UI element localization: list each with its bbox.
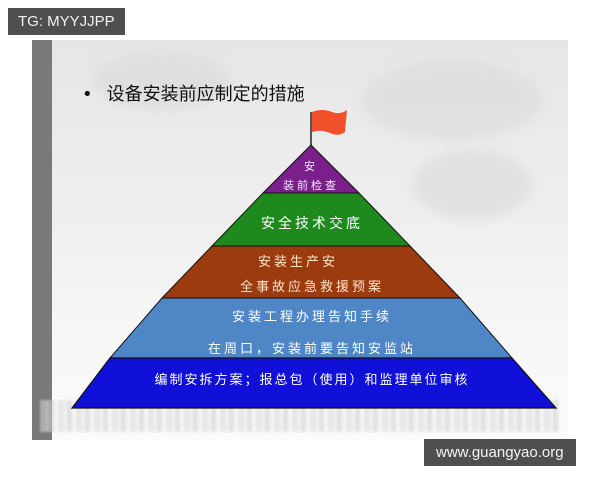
layer-4-line-1: 安装工程办理告知手续 bbox=[231, 310, 393, 325]
layer-1-line-2: 装前检查 bbox=[283, 179, 339, 192]
layer-2-line-1: 安全技术交底 bbox=[261, 216, 363, 232]
layer-3-line-1: 安装生产安 bbox=[257, 255, 339, 270]
layer-1-line-1: 安 bbox=[304, 160, 318, 173]
world-map-background bbox=[412, 150, 532, 220]
title-bullet: • bbox=[82, 84, 93, 105]
layer-5-line-1: 编制安拆方案；报总包（使用）和监理单位审核 bbox=[154, 373, 470, 388]
layer-3-line-2: 全事故应急救援预案 bbox=[239, 280, 385, 295]
watermark-bottom-right: www.guangyao.org bbox=[424, 439, 576, 466]
world-map-background bbox=[92, 50, 232, 110]
slide-left-band bbox=[32, 40, 52, 440]
title-text: 设备安装前应制定的措施 bbox=[106, 84, 305, 105]
pyramid-layer-5 bbox=[70, 357, 558, 409]
layer-4-line-2: 在周口，安装前要告知安监站 bbox=[207, 342, 417, 357]
slide-title: • 设备安装前应制定的措施 bbox=[82, 80, 305, 106]
watermark-top-left: TG: MYYJJPP bbox=[8, 8, 125, 35]
flag-icon bbox=[312, 110, 347, 135]
world-map-background bbox=[362, 60, 542, 140]
